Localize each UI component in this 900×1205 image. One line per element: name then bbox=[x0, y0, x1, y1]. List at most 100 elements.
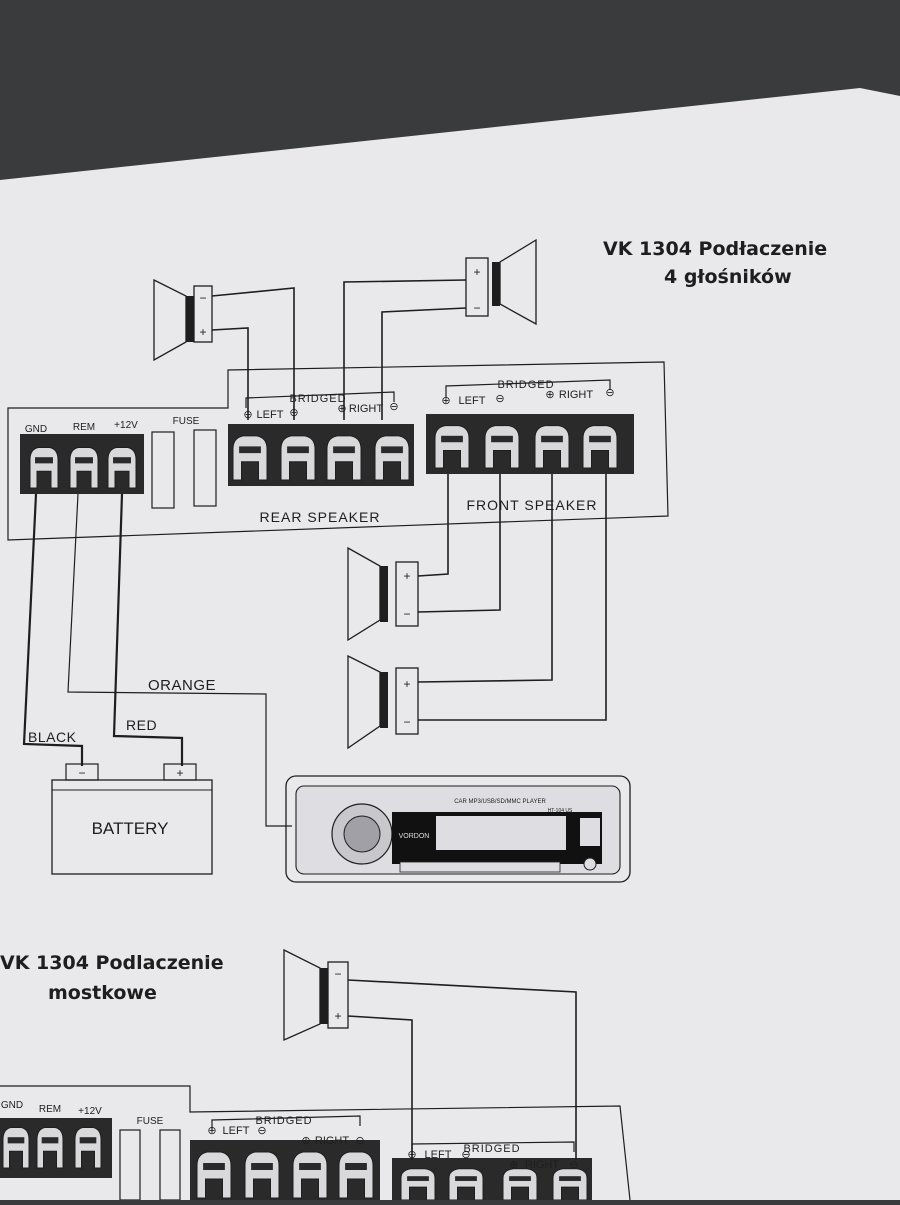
label-gnd-bridged: GND bbox=[1, 1100, 23, 1111]
label-fuse: FUSE bbox=[173, 416, 200, 427]
rear-left-minus-symbol: ⊖ bbox=[289, 407, 298, 419]
rear-terminal-b-1-screw-slot bbox=[203, 1163, 225, 1170]
wire-orange bbox=[67, 493, 292, 827]
battery-positive-sign: + bbox=[176, 766, 183, 780]
speaker-front-right-minus: − bbox=[403, 715, 410, 729]
wire-front-right-minus bbox=[418, 474, 607, 721]
head-unit-model-line: CAR MP3/USB/SD/MMC PLAYER bbox=[454, 799, 546, 805]
speaker-front-right-plus: + bbox=[403, 677, 410, 691]
label-red: RED bbox=[126, 717, 157, 733]
wire-rear-right-minus bbox=[381, 307, 467, 420]
rear-right-plus-symbol-b: ⊕ bbox=[301, 1135, 310, 1147]
power-terminal-b-3-screw-slot bbox=[79, 1137, 97, 1144]
front-terminal-b-2-screw-slot bbox=[455, 1176, 477, 1181]
wire-front-left-minus bbox=[417, 474, 501, 613]
battery-label: BATTERY bbox=[92, 819, 169, 838]
front-right-plus-symbol-b: ⊕ bbox=[509, 1159, 518, 1171]
speaker-bridged-plus: + bbox=[334, 1009, 341, 1023]
front-terminal-3-screw-slot bbox=[541, 435, 563, 443]
speaker-rear-left-plus: + bbox=[199, 325, 206, 339]
label-rem: REM bbox=[73, 422, 95, 433]
label-rear-right-b: RIGHT bbox=[315, 1135, 350, 1147]
wire-rear-left-plus bbox=[211, 327, 249, 420]
speaker-rear-right-plus: + bbox=[473, 265, 480, 279]
label-front-left-b: LEFT bbox=[425, 1149, 452, 1161]
speaker-front-left-plus: + bbox=[403, 569, 410, 583]
front-terminal-b-1-screw-slot bbox=[407, 1176, 429, 1181]
battery-negative-terminal bbox=[65, 763, 99, 781]
label-orange: ORANGE bbox=[148, 677, 216, 694]
button-row bbox=[399, 861, 561, 873]
front-terminal-b-3-screw-slot bbox=[509, 1176, 531, 1181]
label-front-speaker: FRONT SPEAKER bbox=[467, 497, 598, 513]
label-rear-right: RIGHT bbox=[349, 403, 384, 415]
power-button bbox=[583, 857, 597, 871]
label-rem-bridged: REM bbox=[39, 1104, 61, 1115]
speaker-rear-right-minus: − bbox=[473, 301, 480, 315]
wire-red bbox=[112, 493, 184, 766]
wire-front-left-plus bbox=[417, 474, 449, 577]
power-terminal-b-2-screw-slot bbox=[41, 1137, 59, 1144]
rear-right-minus-symbol-b: ⊖ bbox=[355, 1135, 364, 1147]
head-unit-model-code: HT-104 US bbox=[548, 808, 573, 814]
label-black: BLACK bbox=[28, 729, 77, 745]
battery-positive-terminal bbox=[163, 763, 197, 781]
rear-terminal-b-3-screw-slot bbox=[299, 1163, 321, 1170]
title-bottom-line2: mostkowe bbox=[48, 982, 157, 1004]
power-terminal-1-screw-slot bbox=[35, 457, 53, 464]
head-unit-brand: VORDON bbox=[399, 833, 430, 840]
title-bottom-line1: VK 1304 Podlaczenie bbox=[0, 952, 224, 974]
front-right-minus-symbol: ⊖ bbox=[605, 387, 614, 399]
label-rear-speaker: REAR SPEAKER bbox=[260, 509, 381, 525]
rear-left-plus-symbol: ⊕ bbox=[243, 409, 252, 421]
speaker-front-left-minus: − bbox=[403, 607, 410, 621]
front-terminal-b-4-screw-slot bbox=[559, 1176, 581, 1181]
rear-terminal-1-screw-slot bbox=[239, 446, 261, 454]
rear-right-plus-symbol: ⊕ bbox=[337, 403, 346, 415]
front-bridge-bracket bbox=[445, 379, 611, 397]
front-left-plus-symbol: ⊕ bbox=[441, 395, 450, 407]
battery bbox=[51, 779, 213, 875]
label-fuse-bridged: FUSE bbox=[137, 1116, 164, 1127]
speaker-rear-left-minus: − bbox=[199, 291, 206, 305]
rear-bridge-bracket-bridged bbox=[211, 1115, 361, 1130]
label-rear-bridged: BRIDGED bbox=[289, 393, 346, 405]
front-terminal-4-screw-slot bbox=[589, 435, 611, 443]
wire-bridged-minus bbox=[347, 979, 577, 1160]
rear-terminal-b-2-screw-slot bbox=[251, 1163, 273, 1170]
power-terminal-b-1-screw-slot bbox=[7, 1137, 25, 1144]
rear-left-plus-symbol-b: ⊕ bbox=[207, 1125, 216, 1137]
front-left-minus-symbol-b: ⊖ bbox=[461, 1149, 470, 1161]
front-right-minus-symbol-b: ⊖ bbox=[569, 1159, 578, 1171]
rear-right-minus-symbol: ⊖ bbox=[389, 401, 398, 413]
amplifier-outline bbox=[7, 361, 669, 541]
rear-left-minus-symbol-b: ⊖ bbox=[257, 1125, 266, 1137]
title-top-line2: 4 głośników bbox=[664, 266, 792, 288]
label-rear-left-b: LEFT bbox=[223, 1125, 250, 1137]
wire-bridged-plus bbox=[347, 1015, 413, 1160]
label-front-right-b: RIGHT bbox=[525, 1159, 560, 1171]
front-terminal-1-screw-slot bbox=[441, 435, 463, 443]
front-terminal-2-screw-slot bbox=[491, 435, 513, 443]
head-unit bbox=[285, 775, 631, 883]
label-front-bridged-b: BRIDGED bbox=[463, 1143, 520, 1155]
rear-terminal-4-screw-slot bbox=[381, 446, 403, 454]
battery-negative-sign: − bbox=[78, 766, 85, 780]
front-left-minus-symbol: ⊖ bbox=[495, 393, 504, 405]
wire-front-right-plus bbox=[417, 474, 553, 683]
fuse-slot-2 bbox=[193, 429, 217, 507]
paper-sheet bbox=[0, 88, 900, 1200]
front-left-plus-symbol-b: ⊕ bbox=[407, 1149, 416, 1161]
label-12v: +12V bbox=[114, 420, 138, 431]
label-front-left: LEFT bbox=[459, 395, 486, 407]
wire-rear-left-minus bbox=[211, 287, 295, 420]
amplifier-outline-bridged bbox=[0, 1085, 631, 1201]
title-top-line1: VK 1304 Podłaczenie bbox=[603, 238, 828, 260]
fuse-slot-1 bbox=[151, 431, 175, 509]
power-terminal-2-screw-slot bbox=[75, 457, 93, 464]
rear-bridge-bracket bbox=[245, 391, 395, 408]
label-rear-bridged-b: BRIDGED bbox=[255, 1115, 312, 1127]
speaker-bridged-minus: − bbox=[334, 967, 341, 981]
label-front-bridged: BRIDGED bbox=[497, 379, 554, 391]
